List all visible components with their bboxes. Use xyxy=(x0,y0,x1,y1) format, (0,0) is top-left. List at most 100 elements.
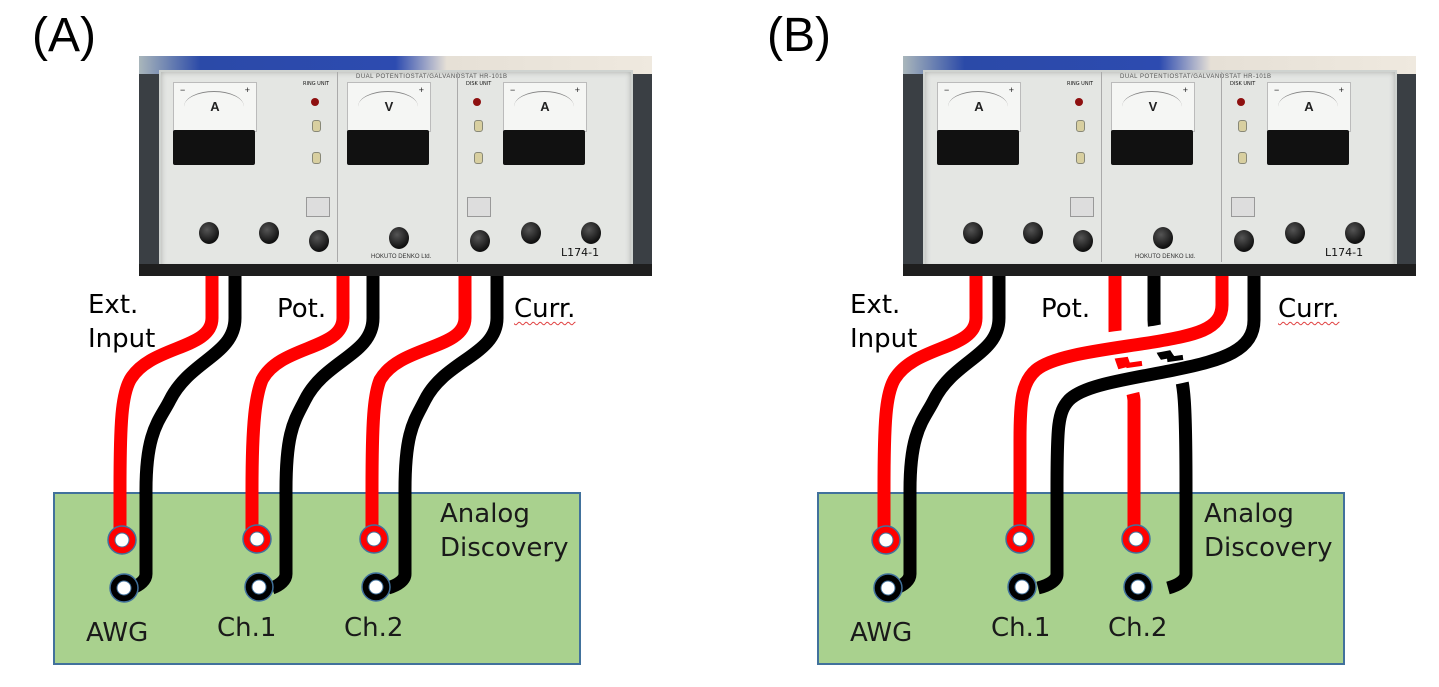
potential-knob xyxy=(470,230,490,252)
current-knob xyxy=(963,222,983,244)
voltmeter-center: + V xyxy=(347,82,431,132)
jack-awg-signal xyxy=(107,525,137,555)
meter-symbol: A xyxy=(540,99,550,114)
wire-curr-ground xyxy=(385,276,504,595)
jack-ch2-ground xyxy=(361,572,391,602)
jack-ch1-signal xyxy=(1005,524,1035,554)
current-knob xyxy=(1345,222,1365,244)
mode-knob xyxy=(1285,222,1305,244)
int-set-switch xyxy=(312,152,321,164)
analog-discovery-label: Analog Discovery xyxy=(1204,499,1333,563)
meter-symbol: V xyxy=(384,99,394,114)
overload-led xyxy=(473,98,481,106)
ext-input-label: Ext. Input xyxy=(850,290,918,354)
ammeter-left: −+ A xyxy=(173,82,257,132)
wire-curr-ground xyxy=(1036,276,1261,595)
instrument-front-panel: DUAL POTENTIOSTAT/GALVANOSTAT HR-101B −+… xyxy=(923,70,1397,270)
int-set-switch xyxy=(1238,152,1247,164)
ammeter-right: −+ A xyxy=(1267,82,1351,132)
ammeter-right: −+ A xyxy=(503,82,587,132)
instrument-front-panel: DUAL POTENTIOSTAT/GALVANOSTAT HR-101B −+… xyxy=(159,70,633,270)
jack-ch2-signal xyxy=(359,524,389,554)
ring-unit-label: RING UNIT xyxy=(1067,81,1094,87)
wire-pot-signal xyxy=(245,276,350,540)
panel-label: (B) xyxy=(767,9,831,62)
wire-curr-signal xyxy=(365,276,472,540)
jack-label-ch2: Ch.2 xyxy=(344,613,404,643)
jack-label-awg: AWG xyxy=(850,618,913,648)
int-set-switch xyxy=(474,152,483,164)
wire-ext-input-ground xyxy=(893,276,1006,595)
pot-label: Pot. xyxy=(277,294,327,324)
jack-awg-ground xyxy=(873,573,903,603)
handwritten-tag: L174-1 xyxy=(1325,246,1364,259)
meter-symbol: A xyxy=(974,99,984,114)
instrument-title: DUAL POTENTIOSTAT/GALVANOSTAT HR-101B xyxy=(356,74,508,80)
jack-ch1-signal xyxy=(242,524,272,554)
wire-curr-signal xyxy=(1013,276,1229,540)
pot-range-knob xyxy=(389,227,409,249)
dial-counter xyxy=(306,197,330,217)
curr-label: Curr. xyxy=(1278,294,1340,324)
dial-counter xyxy=(1231,197,1255,217)
handwritten-tag: L174-1 xyxy=(561,246,600,259)
wire-ext-input-ground xyxy=(129,276,242,595)
jack-ch2-ground xyxy=(1123,572,1153,602)
wiring-diagram-b xyxy=(871,276,1261,603)
pot-label: Pot. xyxy=(1041,294,1091,324)
jack-ch1-ground xyxy=(244,572,274,602)
overload-led xyxy=(1237,98,1245,106)
overload-led xyxy=(311,98,319,106)
instrument-title: DUAL POTENTIOSTAT/GALVANOSTAT HR-101B xyxy=(1120,74,1272,80)
jack-label-ch1: Ch.1 xyxy=(217,613,277,643)
ammeter-left: −+ A xyxy=(937,82,1021,132)
potentiostat-photo: DUAL POTENTIOSTAT/GALVANOSTAT HR-101B −+… xyxy=(903,56,1416,276)
potential-knob xyxy=(309,230,329,252)
panel-b: (B) DUAL POTENTIOSTAT/GALVANOSTAT HR-101… xyxy=(764,0,1439,687)
jack-ch1-ground xyxy=(1007,572,1037,602)
ext-input-switch xyxy=(1076,120,1085,132)
jack-awg-signal xyxy=(871,525,901,555)
potential-knob xyxy=(1073,230,1093,252)
ring-unit-label: RING UNIT xyxy=(303,81,330,87)
jack-ch2-signal xyxy=(1121,524,1151,554)
jack-label-ch1: Ch.1 xyxy=(991,613,1051,643)
pot-range-knob xyxy=(1153,227,1173,249)
wire-ext-input-signal xyxy=(877,276,983,540)
mode-knob xyxy=(521,222,541,244)
potentiostat-photo: DUAL POTENTIOSTAT/GALVANOSTAT HR-101B −+… xyxy=(139,56,652,276)
current-knob xyxy=(581,222,601,244)
crossing-dash-ground xyxy=(1166,354,1184,363)
wire-pot-signal xyxy=(1108,276,1141,540)
dial-counter xyxy=(467,197,491,217)
panel-a: (A) DUAL POTENTIOSTAT/GALVANOSTAT HR-101… xyxy=(32,9,652,665)
overload-led xyxy=(1075,98,1083,106)
jack-label-ch2: Ch.2 xyxy=(1108,613,1168,643)
brand-label: HOKUTO DENKO Ltd. xyxy=(371,254,432,260)
meter-symbol: A xyxy=(210,99,220,114)
panel-label: (A) xyxy=(32,9,96,62)
ext-input-label: Ext. Input xyxy=(88,290,156,354)
ext-input-switch xyxy=(474,120,483,132)
jack-awg-ground xyxy=(109,573,139,603)
disk-unit-label: DISK UNIT xyxy=(466,81,492,87)
int-set-switch xyxy=(1076,152,1085,164)
meter-symbol: A xyxy=(1304,99,1314,114)
curr-label: Curr. xyxy=(514,294,576,324)
brand-label: HOKUTO DENKO Ltd. xyxy=(1135,254,1196,260)
ext-input-switch xyxy=(312,120,321,132)
crossing-dash-signal xyxy=(1125,360,1143,369)
ext-input-switch xyxy=(1238,120,1247,132)
dial-counter xyxy=(1070,197,1094,217)
meter-symbol: V xyxy=(1148,99,1158,114)
wire-pot-ground xyxy=(269,276,380,595)
disk-unit-label: DISK UNIT xyxy=(1230,81,1256,87)
potential-knob xyxy=(1234,230,1254,252)
current-knob xyxy=(199,222,219,244)
wiring-diagram-a xyxy=(107,276,504,603)
jack-label-awg: AWG xyxy=(86,618,149,648)
wire-ext-input-signal xyxy=(113,276,219,540)
analog-discovery-label: Analog Discovery xyxy=(440,499,569,563)
mode-knob xyxy=(259,222,279,244)
mode-knob xyxy=(1023,222,1043,244)
